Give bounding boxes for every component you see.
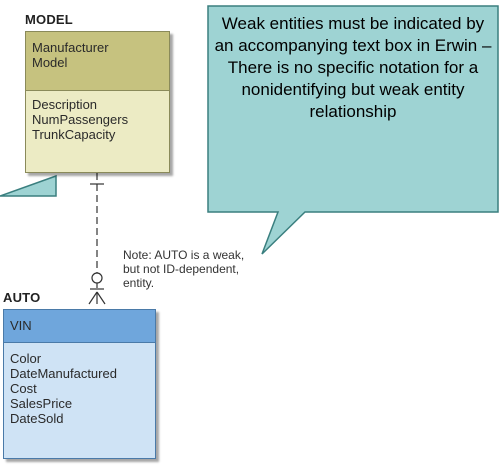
model-key-attribute: Manufacturer (32, 40, 109, 55)
model-entity-box[interactable]: Manufacturer Model Description NumPassen… (25, 31, 170, 173)
auto-attributes-section: Color DateManufactured Cost SalesPrice D… (4, 343, 155, 458)
model-entity-name: MODEL (25, 12, 73, 27)
callout-text: Weak entities must be indicated by an ac… (214, 14, 492, 121)
auto-entity-box[interactable]: VIN Color DateManufactured Cost SalesPri… (3, 309, 156, 459)
auto-key-section: VIN (4, 310, 155, 343)
crows-foot-right (96, 291, 106, 305)
note-line: Note: AUTO is a weak, (123, 248, 245, 262)
model-attribute: NumPassengers (32, 112, 129, 127)
auto-attribute: Cost (10, 381, 37, 396)
left-callout-pointer (0, 174, 57, 197)
auto-attribute: SalesPrice (10, 396, 73, 411)
note-line: entity. (123, 276, 155, 290)
model-attribute: TrunkCapacity (32, 127, 116, 142)
weak-entity-note: Note: AUTO is a weak, but not ID-depende… (123, 248, 244, 290)
optional-circle (91, 272, 103, 284)
model-key-section: Manufacturer Model (26, 32, 169, 91)
model-attributes-section: Description NumPassengers TrunkCapacity (26, 91, 169, 172)
auto-attribute: DateSold (10, 411, 64, 426)
model-key-attribute: Model (32, 55, 68, 70)
weak-entity-callout-bubble (207, 5, 499, 255)
model-attribute: Description (32, 97, 98, 112)
auto-attribute: DateManufactured (10, 366, 117, 381)
note-line: but not ID-dependent, (123, 262, 240, 276)
auto-attribute: Color (10, 351, 42, 366)
crows-foot-left (88, 291, 98, 305)
auto-key-attribute: VIN (10, 318, 32, 333)
auto-entity-name: AUTO (3, 290, 41, 305)
